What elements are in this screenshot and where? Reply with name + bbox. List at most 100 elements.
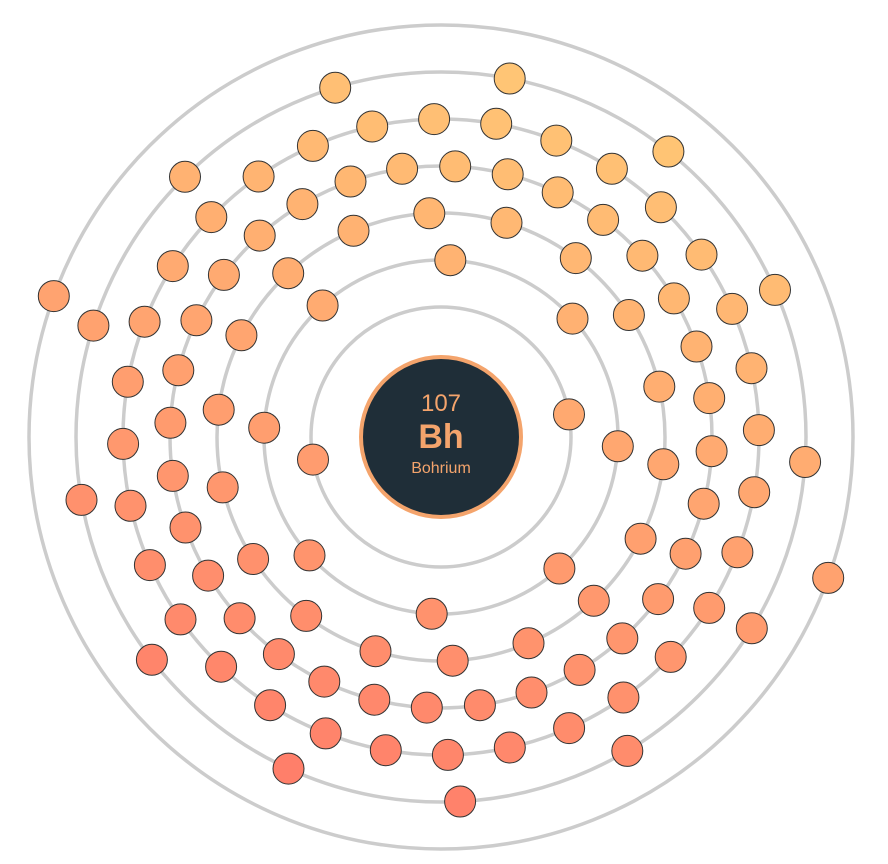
- electron-shell-4-21: [439, 150, 472, 183]
- electron-shell-5-29: [738, 476, 771, 509]
- electron-shell-1-1: [297, 443, 329, 476]
- electron-shell-4-5: [410, 691, 443, 724]
- electron-shell-2-5: [601, 430, 634, 463]
- electron-shell-4-13: [154, 406, 187, 439]
- electron-shell-3-15: [490, 206, 523, 239]
- electron-shell-3-13: [337, 214, 370, 247]
- electron-shell-4-16: [207, 258, 240, 291]
- electron-shell-2-4: [556, 302, 589, 335]
- electron-shell-6-3: [135, 643, 168, 676]
- electron-shell-6-4: [65, 483, 98, 516]
- electrons: [37, 62, 845, 818]
- electron-shell-6-5: [77, 309, 110, 342]
- electron-shell-4-14: [162, 354, 195, 387]
- electron-shell-4-28: [693, 382, 726, 415]
- electron-shell-3-2: [624, 522, 657, 555]
- electron-shell-5-26: [716, 292, 749, 325]
- electron-shell-5-19: [356, 110, 389, 143]
- electron-shell-3-1: [647, 448, 680, 481]
- electron-shell-5-17: [242, 160, 275, 193]
- electron-shell-4-29: [695, 435, 728, 468]
- electron-shell-5-27: [735, 352, 768, 385]
- electron-shell-4-27: [680, 330, 713, 363]
- electron-shell-4-19: [334, 165, 367, 198]
- electron-shell-5-9: [164, 603, 197, 636]
- electron-shell-4-8: [262, 638, 295, 671]
- electron-shell-3-10: [202, 393, 235, 426]
- electron-shell-5-3: [493, 731, 526, 764]
- electron-shell-6-6: [169, 160, 201, 193]
- electron-shell-5-28: [742, 414, 775, 447]
- electron-shell-6-1: [444, 785, 477, 818]
- electron-shell-3-6: [359, 635, 392, 668]
- electron-shell-2-1: [248, 411, 281, 444]
- electron-shell-4-9: [223, 602, 256, 635]
- electron-shell-4-31: [669, 537, 702, 570]
- electron-shell-4-10: [192, 559, 225, 592]
- electron-shell-5-12: [107, 427, 140, 460]
- element-symbol: Bh: [418, 418, 463, 456]
- electron-shell-4-24: [587, 203, 620, 236]
- electron-shell-4-18: [286, 188, 319, 221]
- electron-shell-5-23: [595, 152, 628, 185]
- electron-shell-2-6: [543, 552, 576, 585]
- electron-shell-3-17: [612, 299, 645, 331]
- electron-shell-6-7: [319, 71, 352, 104]
- electron-shell-5-7: [254, 689, 287, 722]
- electron-shell-4-25: [626, 239, 659, 272]
- electron-shell-4-30: [687, 487, 720, 520]
- electron-shell-2-8: [293, 539, 326, 572]
- electron-shell-1-2: [553, 398, 585, 431]
- electron-shell-5-10: [133, 549, 166, 582]
- electron-shell-2-3: [434, 244, 467, 277]
- element-name: Bohrium: [411, 460, 471, 477]
- electron-shell-4-6: [358, 683, 391, 716]
- electron-shell-5-20: [418, 103, 451, 136]
- electron-shell-6-2: [272, 752, 305, 785]
- electron-shell-5-4: [431, 738, 464, 771]
- electron-shell-2-7: [415, 597, 448, 630]
- electron-shell-3-16: [559, 242, 592, 275]
- electron-shell-4-32: [642, 583, 675, 616]
- electron-shell-4-3: [515, 676, 548, 709]
- electron-shell-6-8: [493, 62, 526, 95]
- electron-shell-4-11: [169, 511, 202, 544]
- electron-shell-6-12: [735, 612, 768, 645]
- electron-shell-5-15: [156, 250, 189, 283]
- electron-shell-3-7: [290, 599, 323, 632]
- electron-shell-5-8: [205, 650, 238, 683]
- electron-shell-5-14: [128, 305, 161, 338]
- nucleus-disc: [359, 355, 523, 519]
- electron-shell-5-6: [309, 717, 342, 750]
- electron-shell-5-21: [480, 107, 513, 140]
- electron-shell-6-10: [759, 273, 791, 306]
- electron-shell-3-11: [225, 319, 258, 352]
- atomic-number: 107: [421, 390, 461, 417]
- electron-shell-3-12: [272, 257, 305, 290]
- electron-shell-5-30: [721, 536, 754, 569]
- shell-ring-1: [309, 305, 573, 569]
- electron-shell-6-13: [611, 734, 644, 767]
- electron-shell-7-1: [812, 561, 845, 594]
- electron-shell-4-23: [541, 176, 574, 209]
- electron-shell-5-2: [553, 712, 586, 745]
- electron-shell-5-22: [540, 124, 573, 157]
- electron-shell-4-1: [606, 622, 639, 655]
- electron-shell-4-26: [657, 282, 690, 315]
- electron-shell-4-2: [563, 653, 596, 686]
- electron-shell-4-17: [243, 219, 276, 252]
- electron-shell-4-7: [308, 665, 341, 698]
- electron-shell-3-3: [577, 584, 610, 617]
- electron-shell-5-1: [607, 681, 640, 714]
- shell-ring-7: [27, 23, 855, 851]
- electron-shell-6-9: [652, 135, 685, 168]
- electron-shell-5-16: [195, 201, 228, 234]
- electron-shell-2-2: [306, 289, 339, 322]
- electron-shell-5-31: [693, 591, 726, 624]
- electron-shell-3-18: [643, 370, 676, 403]
- electron-shell-5-25: [685, 238, 718, 271]
- electron-shell-5-24: [644, 191, 677, 224]
- electron-shell-5-11: [114, 489, 147, 522]
- electron-shell-7-2: [37, 280, 70, 313]
